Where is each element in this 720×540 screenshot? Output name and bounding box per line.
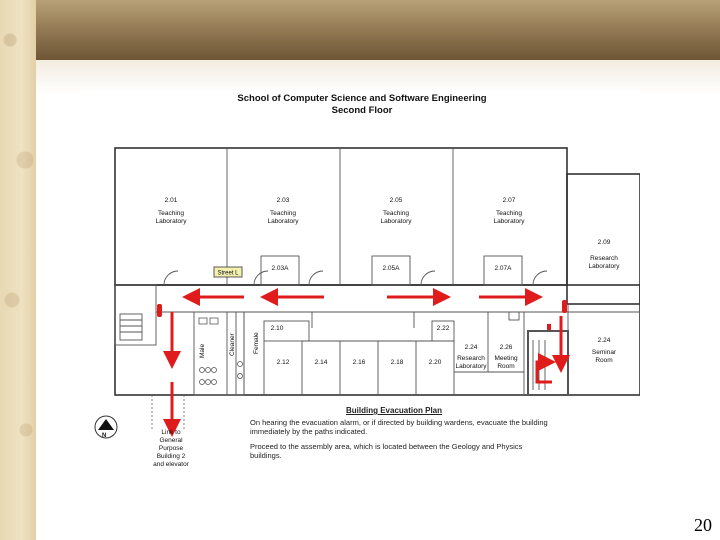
room-207a-number: 2.07A: [495, 265, 513, 272]
room-224a-number: 2.24: [465, 344, 478, 351]
room-207-label1: Teaching: [496, 210, 522, 217]
room-212-number: 2.12: [277, 359, 290, 366]
lift-note-line2: General: [159, 437, 183, 444]
room-205a-number: 2.05A: [383, 265, 401, 272]
room-216-number: 2.16: [353, 359, 366, 366]
cleaner-label: Cleaner: [229, 332, 236, 356]
room-201-label1: Teaching: [158, 210, 184, 217]
interior-walls: [114, 148, 640, 396]
male-label: Male: [199, 344, 206, 358]
room-209-number: 2.09: [598, 239, 611, 246]
street-sign-text: Street L: [217, 271, 239, 277]
page-number: 20: [694, 515, 712, 535]
toilet-fixtures: [198, 317, 243, 385]
fire-extinguisher-icons: [157, 300, 567, 330]
lift-note: Link to General Purpose Building 2 and e…: [153, 429, 190, 468]
room-220-number: 2.20: [429, 359, 442, 366]
room-224b-number: 2.24: [598, 337, 611, 344]
room-207-label2: Laboratory: [493, 218, 525, 225]
lift-note-line1: Link to: [161, 429, 181, 436]
evacuation-instructions: Building Evacuation Plan On hearing the …: [250, 406, 550, 466]
room-labels: 2.01 Teaching Laboratory 2.03 Teaching L…: [155, 197, 620, 370]
north-label: N: [102, 433, 106, 439]
room-203-label1: Teaching: [270, 210, 296, 217]
evacuation-paragraph-2: Proceed to the assembly area, which is l…: [250, 441, 523, 461]
lift-note-line3: Purpose: [159, 445, 184, 452]
room-226-label1: Meeting: [494, 355, 518, 362]
plan-title: School of Computer Science and Software …: [237, 93, 487, 104]
room-203-label2: Laboratory: [267, 218, 299, 225]
lift-note-line5: and elevator: [153, 461, 190, 468]
room-203-number: 2.03: [277, 197, 290, 204]
room-209-label1: Research: [590, 255, 618, 262]
room-207-number: 2.07: [503, 197, 516, 204]
floor-plan-area: School of Computer Science and Software …: [84, 90, 640, 494]
room-224b-label2: Room: [595, 357, 612, 364]
room-201-number: 2.01: [165, 197, 178, 204]
room-226-number: 2.26: [500, 344, 513, 351]
evacuation-paragraph-1: On hearing the evacuation alarm, or if d…: [250, 417, 548, 437]
room-210-number: 2.10: [271, 325, 284, 332]
plan-subtitle: Second Floor: [331, 105, 393, 116]
street-sign: Street L: [213, 266, 243, 278]
room-218-number: 2.18: [391, 359, 404, 366]
room-205-label1: Teaching: [383, 210, 409, 217]
evacuation-title: Building Evacuation Plan: [346, 406, 443, 415]
room-205-label2: Laboratory: [380, 218, 412, 225]
room-224a-label1: Research: [457, 355, 485, 362]
lift-note-line4: Building 2: [157, 453, 186, 460]
room-209-label2: Laboratory: [588, 263, 620, 270]
room-214-number: 2.14: [315, 359, 328, 366]
room-203a-number: 2.03A: [272, 265, 290, 272]
decorative-top-fade: [36, 60, 720, 94]
external-walkway: [151, 395, 185, 430]
north-marker: N: [94, 415, 118, 439]
room-224b-label1: Seminar: [592, 349, 617, 356]
room-224a-label2: Laboratory: [455, 363, 487, 370]
room-205-number: 2.05: [390, 197, 403, 204]
room-222-number: 2.22: [437, 325, 450, 332]
floor-plan-svg: 2.01 Teaching Laboratory 2.03 Teaching L…: [94, 147, 640, 468]
room-201-label2: Laboratory: [155, 218, 187, 225]
room-226-label2: Room: [497, 363, 514, 370]
amenity-labels: Male Cleaner Female: [199, 332, 260, 358]
female-label: Female: [253, 332, 260, 354]
decorative-left-strip: [0, 0, 36, 540]
evacuation-arrows: [163, 288, 570, 437]
decorative-top-band: [36, 0, 720, 60]
